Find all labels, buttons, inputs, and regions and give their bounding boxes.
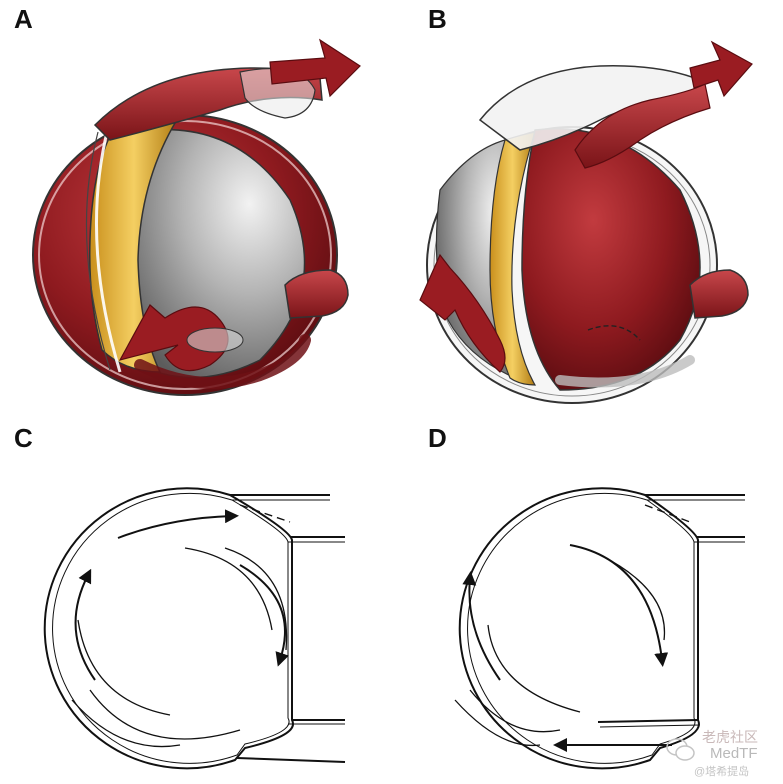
housing-highlight xyxy=(38,120,332,390)
blood-chamber xyxy=(521,128,701,391)
inner-slot xyxy=(186,327,244,353)
panel-label-c: C xyxy=(14,423,33,453)
flow-curve-bottom xyxy=(89,689,241,740)
flow-curve-bottom-2 xyxy=(454,699,541,747)
outflow-arrow xyxy=(269,38,361,98)
rim-line-1 xyxy=(95,127,122,373)
housing-inner-outline xyxy=(52,492,290,764)
housing-outline xyxy=(43,487,294,770)
flow-curve-inner xyxy=(599,554,666,641)
wechat-logo-icon xyxy=(666,738,695,761)
flow-arrow-top xyxy=(117,509,239,539)
bottom-glass-channel xyxy=(555,355,695,388)
watermark-line-2: MedTF xyxy=(710,745,758,762)
flow-curve-inner-2 xyxy=(224,547,288,651)
inflow-port xyxy=(284,269,349,319)
dashed-gap xyxy=(644,504,691,523)
watermark-line-1: 老虎社区 xyxy=(702,729,758,745)
inlet-line-low xyxy=(597,719,699,723)
flow-arrow-right xyxy=(239,564,289,667)
flow-arrow-left xyxy=(462,571,501,681)
outflow-arrow xyxy=(689,40,753,98)
flow-curve-left xyxy=(487,624,581,713)
watermark-line-3: @塔希提岛 xyxy=(694,766,750,778)
panel-c-diagram xyxy=(43,487,346,770)
flow-curve-left xyxy=(77,619,171,716)
housing-outline xyxy=(458,487,700,770)
flow-curve-bottom xyxy=(469,689,561,733)
panel-label-b: B xyxy=(428,4,447,34)
panel-label-d: D xyxy=(428,423,447,453)
blood-chamber-dashed xyxy=(587,325,641,341)
flow-arrow-right xyxy=(569,544,669,667)
watermark: 老虎社区 MedTF @塔希提岛 xyxy=(666,727,776,779)
inflow-arrow xyxy=(419,253,506,373)
housing-inner-outline xyxy=(467,492,696,764)
outflow-red-tube xyxy=(574,83,711,169)
panel-d-diagram xyxy=(454,487,745,770)
bottom-channel xyxy=(134,334,311,389)
dashed-gap xyxy=(239,504,291,523)
inlet-line-low-inner xyxy=(599,724,701,728)
panel-a-illustration xyxy=(32,38,361,396)
panel-b-illustration xyxy=(419,40,753,404)
flow-curve-bottom-2 xyxy=(71,699,181,748)
rim-line-2 xyxy=(85,131,111,371)
flow-curve-inner xyxy=(184,547,273,631)
flow-arrow-left xyxy=(74,568,96,681)
panel-label-a: A xyxy=(14,4,33,34)
inflow-port xyxy=(689,269,749,319)
outlet-line-bottom xyxy=(236,757,346,763)
